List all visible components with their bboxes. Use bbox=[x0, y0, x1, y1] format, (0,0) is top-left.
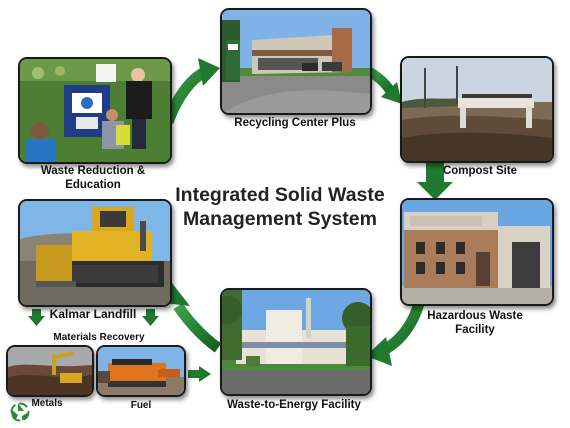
arrow-fuel-to-wte bbox=[188, 366, 211, 382]
label-waste-reduction: Waste Reduction & Education bbox=[18, 164, 168, 192]
arrow-recycling-to-compost bbox=[367, 67, 402, 104]
label-hazardous-waste: Hazardous Waste Facility bbox=[400, 309, 550, 337]
photo-fuel bbox=[96, 345, 186, 397]
photo-kalmar-landfill bbox=[18, 199, 172, 307]
label-compost-site: Compost Site bbox=[442, 165, 518, 177]
arrow-landfill-to-fuel bbox=[142, 309, 159, 326]
arrow-compost-to-hazardous bbox=[417, 163, 453, 200]
label-materials-recovery: Materials Recovery bbox=[53, 332, 145, 343]
label-hazardous-line2: Facility bbox=[455, 324, 495, 336]
photo-hazardous-waste bbox=[400, 198, 554, 306]
label-wte-facility: Waste-to-Energy Facility bbox=[227, 399, 361, 411]
photo-metals bbox=[6, 345, 94, 397]
arrow-hazardous-to-wte bbox=[366, 298, 426, 366]
title-line1: Integrated Solid Waste bbox=[175, 184, 385, 206]
label-waste-reduction-line2: Education bbox=[65, 179, 121, 191]
label-hazardous-line1: Hazardous Waste bbox=[427, 310, 523, 322]
diagram-title: Integrated Solid Waste Management System bbox=[160, 183, 400, 231]
recycle-icon bbox=[10, 402, 30, 422]
label-waste-reduction-line1: Waste Reduction & bbox=[40, 165, 146, 177]
label-fuel: Fuel bbox=[130, 400, 152, 411]
label-metals: Metals bbox=[31, 398, 63, 409]
title-line2: Management System bbox=[183, 208, 377, 230]
label-recycling-center: Recycling Center Plus bbox=[234, 117, 356, 129]
arrow-landfill-to-metals bbox=[28, 309, 45, 326]
arrow-education-to-recycling bbox=[162, 58, 220, 124]
label-kalmar-landfill: Kalmar Landfill bbox=[49, 307, 137, 321]
photo-wte-facility bbox=[220, 288, 372, 396]
photo-recycling-center bbox=[220, 8, 372, 115]
photo-waste-reduction bbox=[18, 57, 172, 164]
photo-compost-site bbox=[400, 56, 554, 163]
